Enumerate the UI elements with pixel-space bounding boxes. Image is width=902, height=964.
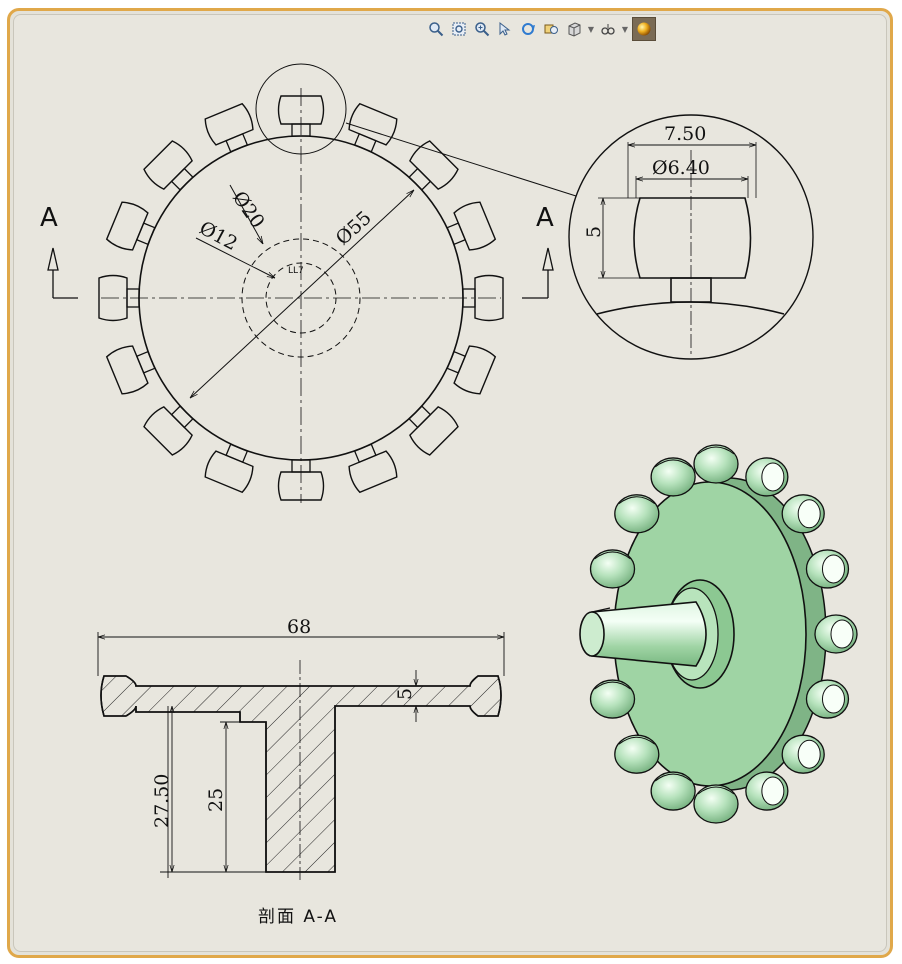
rotate-icon[interactable]	[518, 19, 538, 39]
roller-3d	[650, 457, 696, 497]
roller-3d	[589, 549, 636, 589]
roller-outline	[143, 140, 194, 191]
heads-up-view-toolbar: ▼ ▼	[426, 16, 656, 42]
roller-outline	[204, 443, 254, 494]
previous-view-icon[interactable]	[541, 19, 561, 39]
center-mark-label: LL7	[288, 266, 304, 276]
zoom-in-out-icon[interactable]	[472, 19, 492, 39]
chevron-down-icon[interactable]: ▼	[587, 24, 595, 34]
detail-callout-circle	[255, 63, 347, 155]
view-orientation-icon[interactable]	[564, 19, 584, 39]
roller-3d	[614, 734, 660, 774]
roller-3d	[589, 679, 636, 719]
roller-3d	[650, 771, 696, 811]
shaft-end	[579, 611, 605, 657]
roller-3d	[814, 614, 858, 654]
roller-outline	[143, 405, 194, 456]
dim-flange-thickness: 5	[394, 688, 416, 700]
roller-outline	[277, 459, 325, 501]
roller-3d	[745, 457, 789, 497]
zoom-to-area-icon[interactable]	[449, 19, 469, 39]
roller-3d	[781, 734, 825, 774]
dia12-leader	[195, 237, 275, 278]
roller-3d	[781, 494, 825, 534]
roller-outline	[348, 443, 398, 494]
roller-3d	[745, 771, 789, 811]
zoom-to-fit-icon[interactable]	[426, 19, 446, 39]
roller-3d	[805, 679, 850, 719]
shaft	[591, 601, 707, 667]
appearance-icon[interactable]	[632, 17, 656, 41]
dim-detail-diameter: Ø6.40	[652, 157, 710, 179]
roller-outline	[462, 274, 504, 322]
dia20-leader	[229, 184, 263, 244]
dim-overall-width: 68	[287, 616, 311, 638]
select-icon[interactable]	[495, 19, 515, 39]
section-label-right: A	[536, 203, 554, 233]
detail-view	[568, 114, 814, 360]
dim-total-height: 27.50	[151, 774, 173, 828]
dia55-leader	[190, 190, 414, 398]
roller-outline	[204, 102, 254, 153]
dim-detail-width: 7.50	[664, 123, 706, 145]
section-label-left: A	[40, 203, 58, 233]
roller-outline	[277, 95, 325, 137]
roller-outline	[446, 345, 497, 395]
roller-outline	[348, 102, 398, 153]
roller-outline	[408, 405, 459, 456]
roller-3d	[805, 549, 850, 589]
dim-detail-height: 5	[583, 226, 605, 238]
dim-shaft-height: 25	[205, 788, 227, 812]
detail-leader-line	[345, 122, 577, 197]
dim-dia55: Ø55	[332, 207, 376, 250]
dim-dia20: Ø20	[228, 187, 269, 232]
section-view	[100, 660, 502, 880]
roller-outline	[446, 201, 497, 251]
roller-outline	[105, 201, 156, 251]
display-style-icon[interactable]	[598, 19, 618, 39]
section-caption: 剖面 A-A	[258, 907, 338, 927]
isometric-model-view	[579, 444, 858, 824]
roller-3d	[693, 444, 739, 484]
roller-outline	[408, 140, 459, 191]
roller-3d	[614, 494, 660, 534]
roller-outline	[105, 345, 156, 395]
roller-3d	[693, 784, 739, 824]
roller-outline	[98, 274, 140, 322]
chevron-down-icon[interactable]: ▼	[621, 24, 629, 34]
